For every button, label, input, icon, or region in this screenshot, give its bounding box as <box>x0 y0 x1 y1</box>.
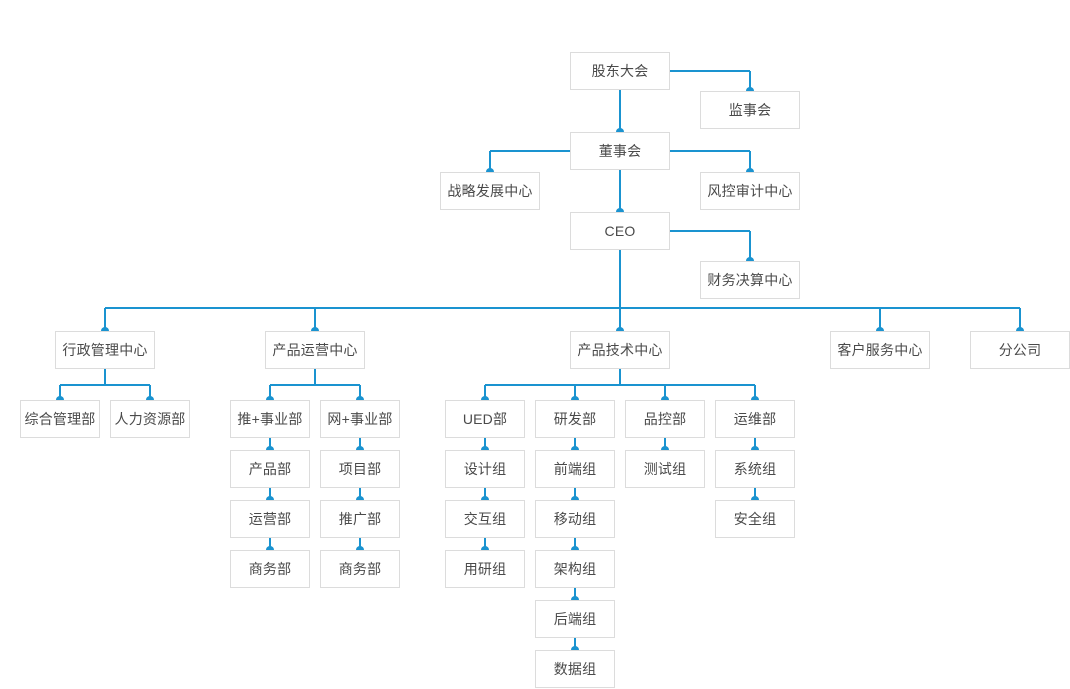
org-node[interactable]: 推广部 <box>320 500 400 538</box>
org-node[interactable]: 项目部 <box>320 450 400 488</box>
org-node[interactable]: 风控审计中心 <box>700 172 800 210</box>
org-node[interactable]: 产品部 <box>230 450 310 488</box>
org-node[interactable]: 分公司 <box>970 331 1070 369</box>
org-node[interactable]: 商务部 <box>230 550 310 588</box>
org-node[interactable]: 安全组 <box>715 500 795 538</box>
org-node[interactable]: 商务部 <box>320 550 400 588</box>
org-node[interactable]: 系统组 <box>715 450 795 488</box>
org-node[interactable]: 前端组 <box>535 450 615 488</box>
org-node[interactable]: 移动组 <box>535 500 615 538</box>
org-node[interactable]: 战略发展中心 <box>440 172 540 210</box>
org-node[interactable]: 行政管理中心 <box>55 331 155 369</box>
org-node[interactable]: 测试组 <box>625 450 705 488</box>
org-node[interactable]: 财务决算中心 <box>700 261 800 299</box>
org-node[interactable]: 数据组 <box>535 650 615 688</box>
org-node[interactable]: UED部 <box>445 400 525 438</box>
org-node[interactable]: 品控部 <box>625 400 705 438</box>
org-node[interactable]: 股东大会 <box>570 52 670 90</box>
org-node[interactable]: 综合管理部 <box>20 400 100 438</box>
org-node[interactable]: 设计组 <box>445 450 525 488</box>
org-node[interactable]: 董事会 <box>570 132 670 170</box>
org-node[interactable]: 人力资源部 <box>110 400 190 438</box>
org-node[interactable]: 交互组 <box>445 500 525 538</box>
org-node[interactable]: 用研组 <box>445 550 525 588</box>
org-node[interactable]: CEO <box>570 212 670 250</box>
org-node[interactable]: 产品技术中心 <box>570 331 670 369</box>
org-node[interactable]: 运营部 <box>230 500 310 538</box>
org-node[interactable]: 研发部 <box>535 400 615 438</box>
org-node[interactable]: 监事会 <box>700 91 800 129</box>
org-node[interactable]: 网+事业部 <box>320 400 400 438</box>
org-node[interactable]: 客户服务中心 <box>830 331 930 369</box>
org-node[interactable]: 产品运营中心 <box>265 331 365 369</box>
org-node[interactable]: 运维部 <box>715 400 795 438</box>
org-node[interactable]: 后端组 <box>535 600 615 638</box>
org-node[interactable]: 推+事业部 <box>230 400 310 438</box>
org-node[interactable]: 架构组 <box>535 550 615 588</box>
